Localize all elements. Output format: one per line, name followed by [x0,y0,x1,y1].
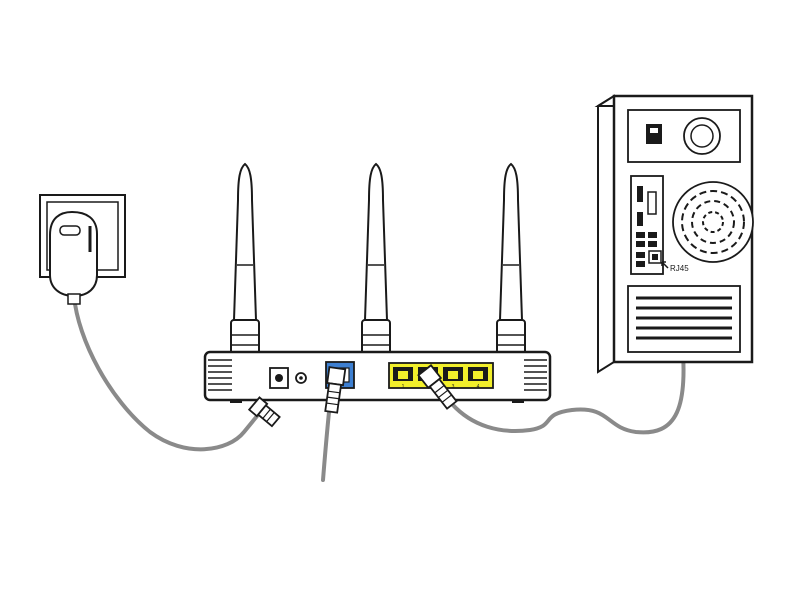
computer-tower: RJ45 [594,94,754,374]
power-supply [627,109,741,163]
lan-port-1 [393,367,413,381]
rj45-arrow [661,261,669,269]
lan-port-4-label: 4 [477,384,480,390]
wan-plug [324,366,347,414]
power-adapter [49,210,98,305]
computer-rj45-port [648,250,662,264]
lan-port-3 [443,367,463,381]
power-jack [269,367,289,389]
power-cable [72,294,264,452]
router-vents-right [524,359,547,391]
lan-plug [417,364,458,410]
reset-button [295,372,307,384]
wan-cable [321,410,331,482]
lan-port-1-label: 1 [402,384,405,390]
router-vents-left [208,359,232,391]
rj45-label: RJ45 [670,264,689,273]
expansion-slots [627,285,741,353]
router-body [203,350,552,403]
case-fan [672,181,754,263]
lan-port-3-label: 3 [452,384,455,390]
lan-port-4 [468,367,488,381]
power-plug [247,396,281,428]
